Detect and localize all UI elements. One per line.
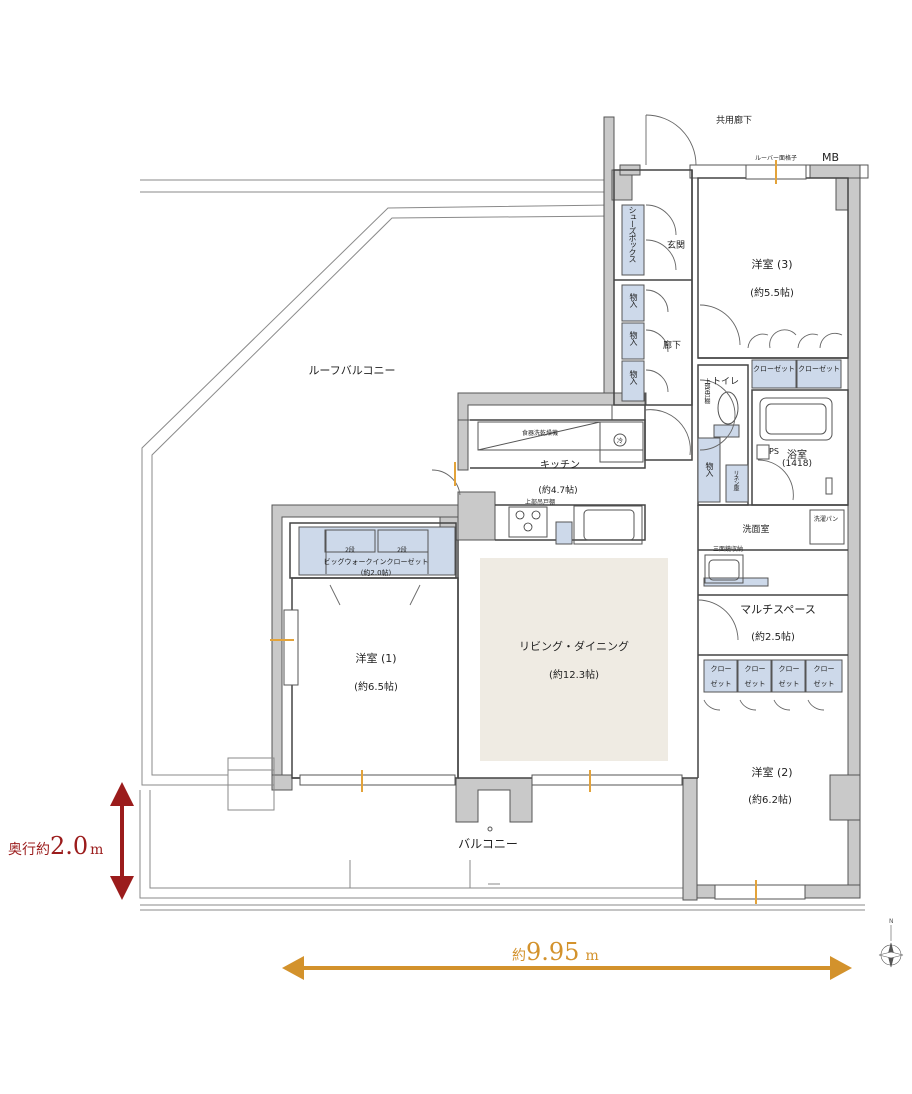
closet-top-1: クロー — [710, 665, 732, 673]
closet-top-3: クロー — [778, 665, 800, 673]
closet-bottom-3: ゼット — [778, 680, 800, 688]
fridge-mark: 冷 — [617, 438, 624, 445]
depth-prefix: 奥行約 — [8, 842, 50, 858]
closet-top-2: クロー — [744, 665, 766, 673]
width-unit: m — [585, 948, 599, 964]
balcony-label: バルコニー — [458, 837, 518, 851]
step-outline — [227, 757, 275, 811]
stove-burner-icon — [515, 510, 541, 532]
western2-size: (約6.2帖) — [748, 795, 792, 806]
louver-lattice-label: ルーバー面格子 — [755, 155, 797, 162]
dish-dryer-label: 食器洗乾燥機 — [521, 430, 559, 437]
multi-space-name: マルチスペース — [740, 603, 816, 616]
bath-fixtures — [704, 391, 845, 584]
depth-value: 2.0 — [50, 832, 89, 860]
wic-shelves — [324, 529, 429, 574]
roof-balcony-outline — [140, 179, 613, 786]
bath-size: (1418) — [782, 459, 812, 469]
bath-name: 浴室 — [787, 450, 807, 461]
western3-name: 洋室 (3) — [751, 258, 793, 271]
entrance-label: 玄関 — [667, 241, 686, 251]
window-accent-marks — [270, 160, 777, 904]
width-value: 9.95 — [526, 938, 580, 966]
depth-unit: m — [90, 842, 104, 858]
western1-size: (約6.5帖) — [354, 682, 398, 693]
laundry-pan-label: 洗濯パン — [813, 516, 839, 523]
compass-rose-icon: N — [878, 918, 904, 968]
living-name: リビング・ダイニング — [519, 640, 629, 653]
three-side-mirror-label: 三面鏡収納 — [712, 546, 744, 553]
western1-name: 洋室 (1) — [355, 652, 397, 665]
width-dimension: 約9.95 m — [512, 938, 599, 966]
svg-text:N: N — [889, 918, 894, 925]
storage-label-4: 物入 — [705, 462, 714, 476]
storage-label-1: 物入 — [629, 293, 638, 307]
living-size: (約12.3帖) — [548, 670, 600, 681]
shelf-label-1: 2段 — [345, 547, 355, 554]
kitchen-fixtures — [477, 421, 644, 545]
width-arrow — [282, 956, 852, 980]
toilet-label: トイレ — [712, 377, 740, 387]
hallway-label: 廊下 — [663, 341, 682, 351]
western2-name: 洋室 (2) — [751, 766, 793, 779]
linen-label: リネン庫 — [732, 470, 739, 490]
toilet-upper-shelf-label: 上部吊戸棚 — [703, 378, 710, 403]
closet-top-4: クロー — [813, 665, 835, 673]
mb-label: MB — [822, 151, 840, 164]
drain-icon — [487, 826, 493, 832]
shelf-label-2: 2段 — [397, 547, 407, 554]
balcony-outline — [139, 790, 865, 911]
doors — [329, 114, 843, 711]
width-prefix: 約 — [512, 948, 526, 964]
kitchen-name: キッチン — [540, 460, 580, 471]
shoebox-label: シューズボックス — [628, 206, 637, 262]
kitchen-upper-cabinet-label: 上部吊戸棚 — [524, 499, 556, 506]
roof-balcony-label: ルーフバルコニー — [308, 364, 396, 377]
depth-arrow — [110, 782, 134, 900]
storage-label-2: 物入 — [629, 331, 638, 345]
closet-bottom-4: ゼット — [813, 680, 835, 688]
closet-label-2: クローゼット — [798, 365, 840, 373]
wic-name: ビッグウォークインクローゼット — [323, 558, 429, 566]
storage-label-3: 物入 — [629, 370, 638, 384]
walls — [271, 116, 869, 901]
kitchen-size: (約4.7帖) — [538, 486, 578, 496]
washroom-label: 洗面室 — [742, 525, 770, 535]
common-corridor-label: 共用廊下 — [715, 116, 753, 126]
multi-space-size: (約2.5帖) — [751, 632, 795, 643]
ps-label: PS — [769, 447, 779, 456]
wic-size: (約2.0帖) — [360, 569, 392, 577]
closet-bottom-2: ゼット — [744, 680, 766, 688]
living-area-fill — [480, 558, 668, 761]
closet-label-1: クローゼット — [753, 365, 795, 373]
closet-bottom-1: ゼット — [710, 680, 732, 688]
western3-size: (約5.5帖) — [750, 288, 794, 299]
